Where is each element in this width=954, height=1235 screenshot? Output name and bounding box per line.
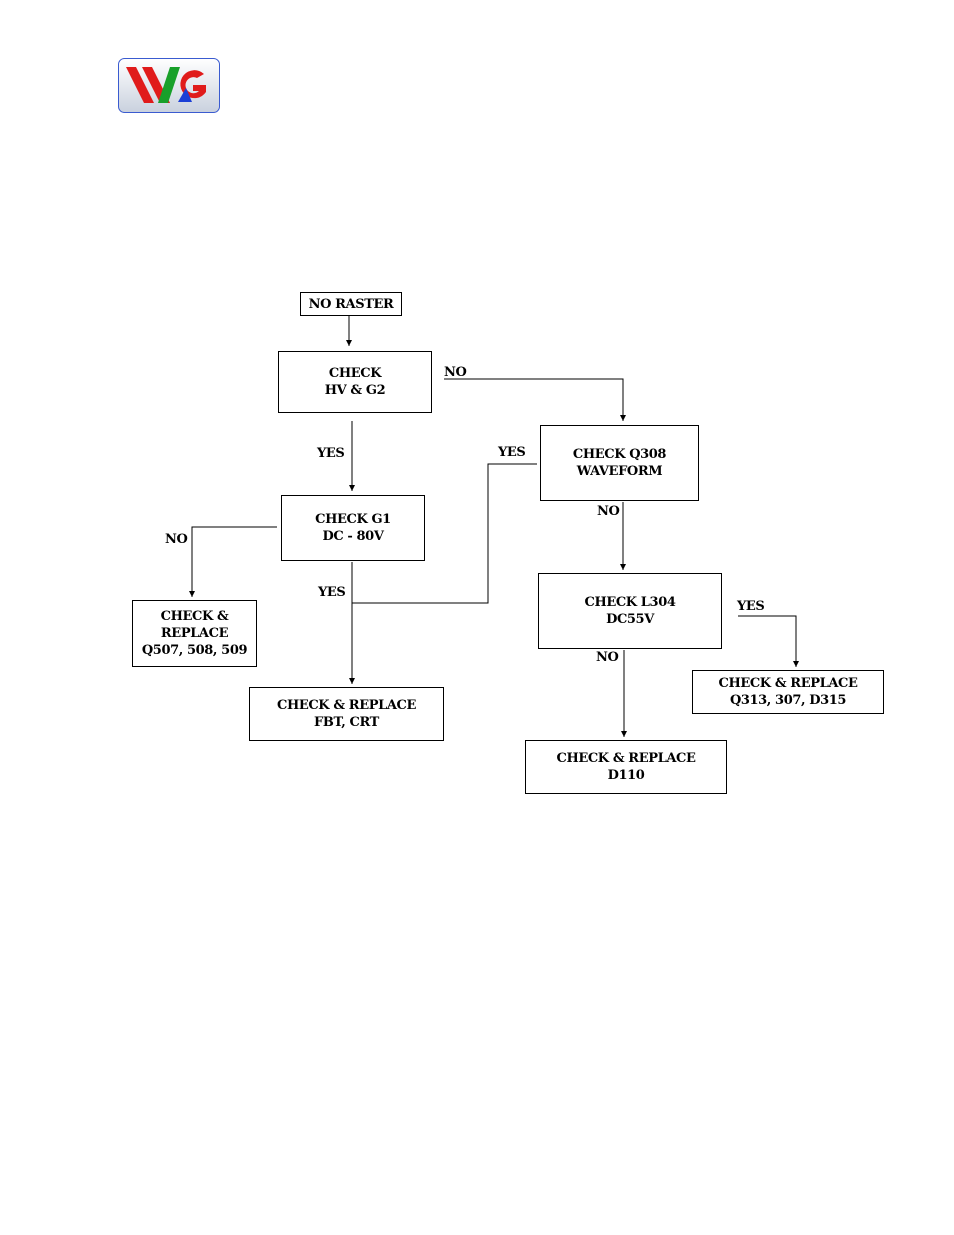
node-replace-d110-line-1: CHECK & REPLACE: [557, 750, 696, 767]
node-replace-q313: CHECK & REPLACE Q313, 307, D315: [692, 670, 884, 714]
node-check-l304-line-1: CHECK L304: [585, 594, 676, 611]
node-replace-d110-line-2: D110: [608, 767, 645, 784]
edge-label-g1-no: NO: [165, 531, 187, 548]
node-replace-q507: CHECK & REPLACE Q507, 508, 509: [132, 600, 257, 667]
node-check-q308-line-2: WAVEFORM: [577, 463, 662, 480]
edge-label-l304-yes: YES: [737, 598, 764, 615]
edge-label-g1-yes: YES: [318, 584, 345, 601]
node-check-q308: CHECK Q308 WAVEFORM: [540, 425, 699, 501]
node-no-raster: NO RASTER: [300, 292, 402, 316]
node-replace-q507-line-3: Q507, 508, 509: [142, 642, 247, 659]
edge-label-hv-no: NO: [444, 364, 466, 381]
edge-label-q308-no: NO: [597, 503, 619, 520]
node-check-hv-g2-line-2: HV & G2: [325, 382, 386, 399]
node-check-l304-line-2: DC55V: [606, 611, 654, 628]
node-replace-q507-line-1: CHECK &: [161, 608, 229, 625]
node-replace-fbt-crt-line-1: CHECK & REPLACE: [277, 697, 416, 714]
node-check-hv-g2: CHECK HV & G2: [278, 351, 432, 413]
node-no-raster-line-1: NO RASTER: [309, 296, 394, 313]
node-check-g1: CHECK G1 DC - 80V: [281, 495, 425, 561]
node-replace-q313-line-1: CHECK & REPLACE: [719, 675, 858, 692]
arrow-hv-no-to-q308: [444, 379, 623, 421]
node-replace-q313-line-2: Q313, 307, D315: [730, 692, 846, 709]
node-replace-fbt-crt-line-2: FBT, CRT: [314, 714, 379, 731]
node-check-q308-line-1: CHECK Q308: [573, 446, 666, 463]
node-replace-d110: CHECK & REPLACE D110: [525, 740, 727, 794]
node-check-g1-line-1: CHECK G1: [315, 511, 391, 528]
edge-label-l304-no: NO: [596, 649, 618, 666]
node-check-hv-g2-line-1: CHECK: [329, 365, 381, 382]
edge-label-hv-yes: YES: [317, 445, 344, 462]
node-check-g1-line-2: DC - 80V: [322, 528, 383, 545]
node-replace-q507-line-2: REPLACE: [161, 625, 228, 642]
node-check-l304: CHECK L304 DC55V: [538, 573, 722, 649]
arrow-l304-yes-to-q313: [738, 616, 796, 667]
edge-label-q308-yes: YES: [498, 444, 525, 461]
arrow-g1-no-to-q507: [192, 527, 277, 597]
node-replace-fbt-crt: CHECK & REPLACE FBT, CRT: [249, 687, 444, 741]
